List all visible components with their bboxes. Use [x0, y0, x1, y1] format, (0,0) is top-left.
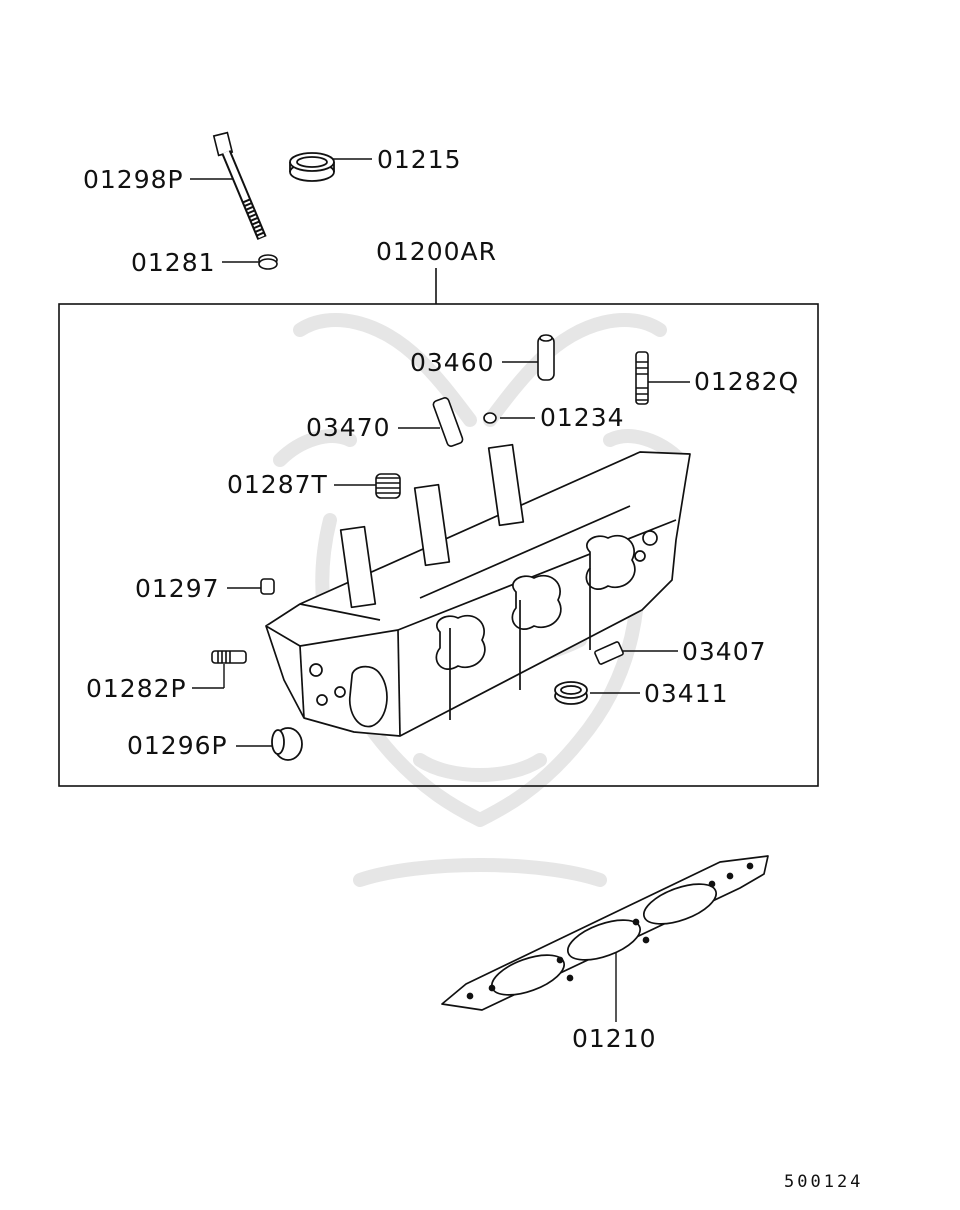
stud-bolt-p	[211, 650, 247, 664]
label-01281[interactable]: 01281	[131, 248, 216, 277]
stud-bolt-q	[635, 351, 649, 405]
label-01282P[interactable]: 01282P	[86, 674, 187, 703]
label-03407[interactable]: 03407	[682, 637, 767, 666]
cap-plug	[271, 727, 303, 761]
label-01297[interactable]: 01297	[135, 574, 220, 603]
cylinder-head	[265, 443, 691, 737]
label-01234[interactable]: 01234	[540, 403, 625, 432]
threaded-insert	[375, 473, 401, 499]
assembly-frame	[58, 268, 819, 787]
label-01282Q[interactable]: 01282Q	[694, 367, 800, 396]
small-plug	[483, 412, 497, 424]
label-assembly[interactable]: 01200AR	[376, 237, 498, 266]
dowel-pin	[260, 578, 275, 595]
label-01287T[interactable]: 01287T	[227, 470, 328, 499]
head-gasket	[441, 855, 769, 1011]
plug-seal	[289, 152, 335, 182]
bolt-washer	[258, 254, 278, 270]
label-01215[interactable]: 01215	[377, 145, 462, 174]
head-bolt	[212, 131, 267, 240]
label-01210[interactable]: 01210	[572, 1024, 657, 1053]
diagram-reference-code: 500124	[784, 1172, 864, 1192]
label-03460[interactable]: 03460	[410, 348, 495, 377]
leader-lines	[190, 158, 690, 1022]
valve-seat-ring	[554, 681, 588, 705]
label-01298P[interactable]: 01298P	[83, 165, 184, 194]
label-03470[interactable]: 03470	[306, 413, 391, 442]
exhaust-valve-guide	[537, 334, 555, 381]
valve-seat-insert	[594, 641, 624, 665]
label-03411[interactable]: 03411	[644, 679, 729, 708]
label-01296P[interactable]: 01296P	[127, 731, 228, 760]
intake-valve-guide	[432, 397, 464, 447]
